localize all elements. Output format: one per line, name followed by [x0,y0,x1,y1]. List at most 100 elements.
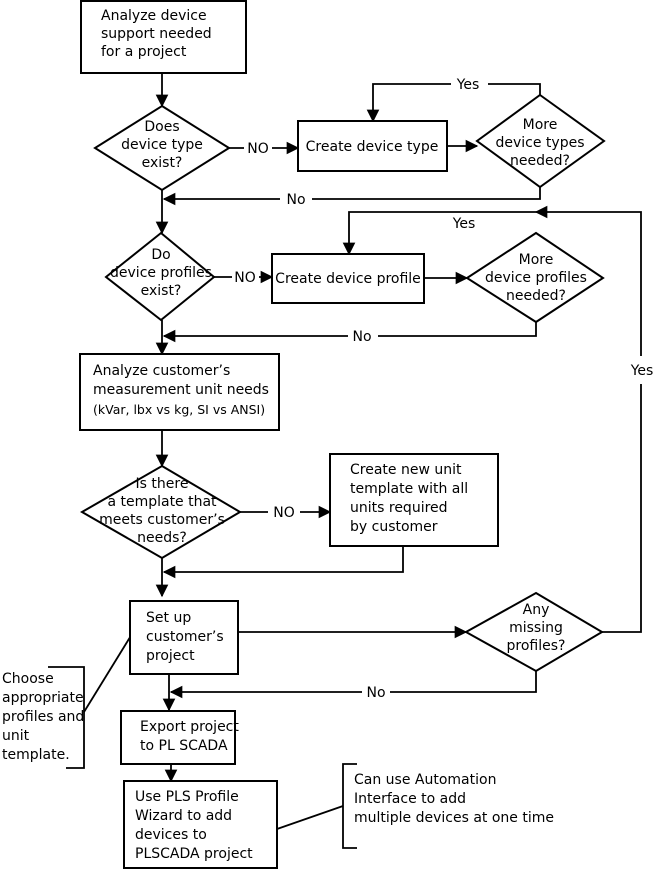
box-line: units required [350,500,448,516]
edge-missing-yes [536,212,642,633]
box-line: Analyze customer’s [93,363,230,379]
box-line: Create device type [306,139,439,155]
create-unit-template-box: Create new unit template with all units re… [329,453,499,547]
box-line: (kVar, lbx vs kg, SI vs ANSI) [93,402,265,417]
export-project-box: Export project to PL SCADA [120,710,239,765]
note-line: Choose [2,671,54,687]
diamond-line: Does [144,119,179,135]
box-line: template with all [350,481,468,497]
box-line: project [146,648,195,664]
missing-profiles-diamond: Any missing profiles? [463,591,604,673]
device-type-exist-diamond: Does device type exist? [93,104,231,192]
edge-new-template-to-setup [162,546,404,579]
more-device-profiles-diamond: More device profiles needed? [465,231,605,324]
note-brackets [48,633,357,849]
device-profiles-exist-diamond: Do device profiles exist? [104,231,216,322]
box-line: by customer [350,519,438,535]
edge-label-missing-no: No [366,685,385,701]
diamond-line: profiles? [507,638,566,654]
box-line: Export project [140,719,239,735]
diamond-line: exist? [141,283,182,299]
choose-profiles-note: Choose appropriate profiles and unit templat… [2,671,84,763]
analyze-device-support-box: Analyze device support needed for a projec… [80,0,247,74]
diamond-line: device profiles [110,265,212,281]
choose-profiles-leader [83,633,133,713]
edge-more-profiles-yes [342,211,536,256]
diamond-line: Any [523,602,550,618]
box-line: Set up [146,610,191,626]
box-line: devices to [135,827,207,843]
edge-labels: NO Yes No NO Yes No NO Yes No [234,77,653,701]
connectors [162,73,642,783]
note-line: profiles and [2,709,84,725]
box-line: Wizard to add [135,808,232,824]
diamond-line: device profiles [485,270,587,286]
edge-label-profiles-no: NO [234,270,256,286]
more-device-types-diamond: More device types needed? [475,93,606,189]
note-line: Can use Automation [354,772,496,788]
diamond-line: missing [509,620,563,636]
diamond-line: device types [495,135,584,151]
edge-missing-no [171,671,537,692]
box-line: customer’s [146,629,224,645]
diamond-line: needed? [510,153,570,169]
diamond-line: device type [121,137,203,153]
setup-project-box: Set up customer’s project [129,600,239,675]
edge-label-more-types-yes: Yes [456,77,480,93]
diamond-line: More [519,252,554,268]
diamond-line: exist? [142,155,183,171]
note-line: multiple devices at one time [354,810,554,826]
edge-label-more-types-no: No [286,192,305,208]
box-line: Create device profile [275,271,421,287]
box-line: measurement unit needs [93,382,269,398]
choose-profiles-bracket [48,666,85,769]
note-line: unit [2,728,30,744]
box-line: PLSCADA project [135,846,253,862]
edge-more-profiles-no [164,322,537,336]
diamond-line: More [523,117,558,133]
create-device-profile-box: Create device profile [271,253,425,304]
template-exists-diamond: Is there a template that meets customer’s n… [79,464,242,560]
diamond-line: needs? [137,530,187,546]
analyze-units-box: Analyze customer’s measurement unit needs… [79,353,280,431]
diamond-line: a template that [107,494,217,510]
note-line: template. [2,747,70,763]
box-line: Use PLS Profile [135,789,239,805]
box-line: to PL SCADA [140,738,228,754]
box-line: support needed [101,26,212,42]
box-line: Create new unit [350,462,462,478]
edge-label-missing-yes: Yes [630,363,654,379]
diamond-line: needed? [506,288,566,304]
automation-note-leader [276,805,344,830]
edge-more-types-no [164,187,541,199]
diamond-line: Is there [136,476,189,492]
edge-label-template-no: NO [273,505,295,521]
edge-label-more-profiles-no: No [352,329,371,345]
box-line: Analyze device [101,8,207,24]
edge-label-more-profiles-yes: Yes [452,216,476,232]
note-line: Interface to add [354,791,466,807]
box-line: for a project [101,44,187,60]
diamond-line: meets customer’s [99,512,225,528]
create-device-type-box: Create device type [297,120,448,172]
diamond-line: Do [151,247,170,263]
note-line: appropriate [2,690,84,706]
edge-label-device-type-no: NO [247,141,269,157]
